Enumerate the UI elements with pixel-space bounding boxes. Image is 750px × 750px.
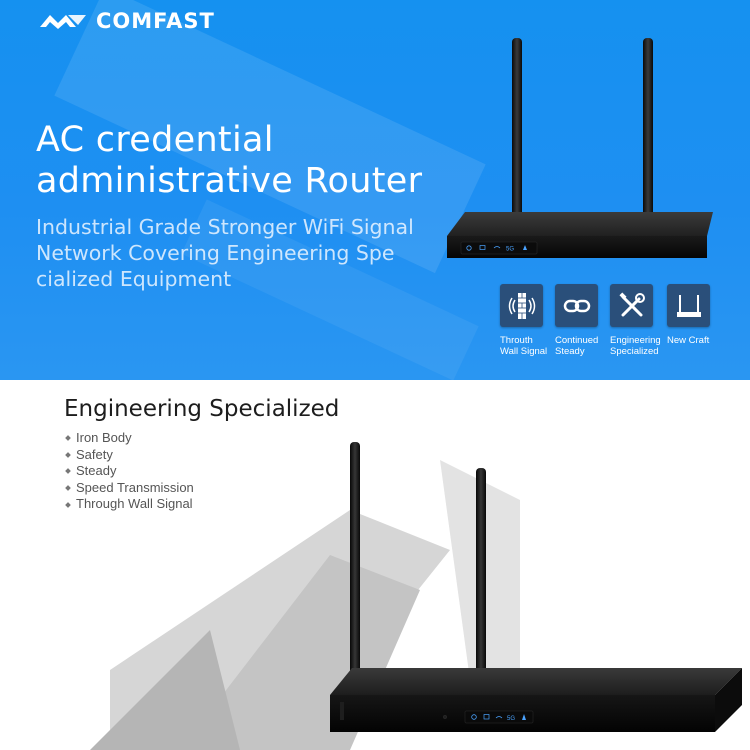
list-item-label: Steady	[76, 463, 117, 479]
subline-line: Network Covering Engineering Spe	[36, 241, 395, 265]
bullet-icon	[65, 468, 71, 475]
antenna	[643, 38, 653, 234]
feature-item: Continued Steady	[555, 284, 601, 357]
list-item-label: Safety	[76, 446, 113, 462]
5g-indicator: 5G	[507, 716, 515, 722]
lan-icon	[483, 714, 490, 720]
feature-tile	[500, 284, 543, 327]
feature-label: Continued Steady	[555, 335, 601, 357]
wifi-icon	[495, 716, 503, 719]
feature-label-line: Wall Signal	[500, 346, 548, 357]
power-icon	[471, 714, 477, 720]
brand-name: COMFAST	[96, 9, 215, 33]
list-item: Steady	[65, 463, 194, 480]
signal-icon	[522, 714, 526, 720]
list-item-label: Iron Body	[76, 430, 132, 445]
feature-label-line: Continued	[555, 335, 599, 346]
section-title: Engineering Specialized	[64, 396, 340, 422]
feature-label: Throuth Wall Signal	[500, 335, 548, 357]
feature-item: Engineering Specialized	[610, 284, 661, 357]
power-icon	[466, 245, 472, 251]
subline-line: cialized Equipment	[36, 267, 232, 291]
headline-line: administrative Router	[36, 161, 423, 201]
bullet-icon	[65, 485, 71, 491]
hero-subline: Industrial Grade Stronger WiFi Signal Ne…	[36, 214, 436, 292]
subline-line: Industrial Grade Stronger WiFi Signal	[36, 215, 414, 239]
product-image: 5G	[90, 442, 742, 750]
5g-indicator: 5G	[506, 247, 514, 253]
list-item-label: Through Wall Signal	[76, 496, 193, 512]
list-item: Speed Transmission	[65, 479, 194, 497]
brand-logo: COMFAST	[38, 9, 215, 33]
feature-item: Throuth Wall Signal	[500, 284, 548, 357]
feature-tile	[667, 284, 710, 327]
feature-label-line: Throuth	[500, 335, 533, 346]
router-icon	[676, 294, 701, 317]
feature-label: New Craft	[667, 335, 713, 346]
signal-icon	[523, 245, 527, 250]
bullet-icon	[65, 452, 71, 458]
list-item: Through Wall Signal	[65, 496, 194, 513]
feature-label-line: Specialized	[610, 346, 659, 357]
feature-label-line: Engineering	[610, 335, 661, 346]
feature-label-line: New Craft	[667, 335, 710, 346]
feature-label-line: Steady	[555, 346, 585, 357]
bullet-icon	[65, 435, 71, 442]
antenna	[476, 468, 486, 718]
list-item: Iron Body	[65, 430, 194, 447]
headline-line: AC credential	[36, 120, 274, 160]
feature-tile	[555, 284, 598, 327]
list-item: Safety	[65, 446, 194, 464]
wall-signal-icon	[508, 292, 535, 319]
product-section: 5G Engineering Specialized Iron Body Saf…	[0, 380, 750, 750]
router-image: 5G	[447, 212, 713, 258]
hero-headline: AC credential administrative Router	[36, 120, 422, 202]
antenna	[350, 442, 360, 712]
feature-tile	[610, 284, 653, 327]
list-item-label: Speed Transmission	[76, 479, 194, 495]
decor-shape	[90, 630, 240, 750]
hero-banner: COMFAST AC credential administrative Rou…	[0, 0, 750, 380]
feature-bullets: Iron Body Safety Steady Speed Transmissi…	[65, 430, 194, 513]
antenna	[512, 38, 522, 234]
comfast-logo-icon	[40, 15, 86, 29]
lan-icon	[479, 245, 486, 250]
bullet-icon	[65, 501, 71, 508]
wifi-icon	[493, 246, 501, 249]
feature-label: Engineering Specialized	[610, 335, 661, 357]
router-antennas	[512, 38, 653, 234]
feature-list: Throuth Wall Signal Continued Steady	[497, 284, 717, 364]
chain-link-icon	[563, 299, 590, 312]
tools-icon	[618, 291, 645, 316]
feature-item: New Craft	[667, 284, 713, 346]
